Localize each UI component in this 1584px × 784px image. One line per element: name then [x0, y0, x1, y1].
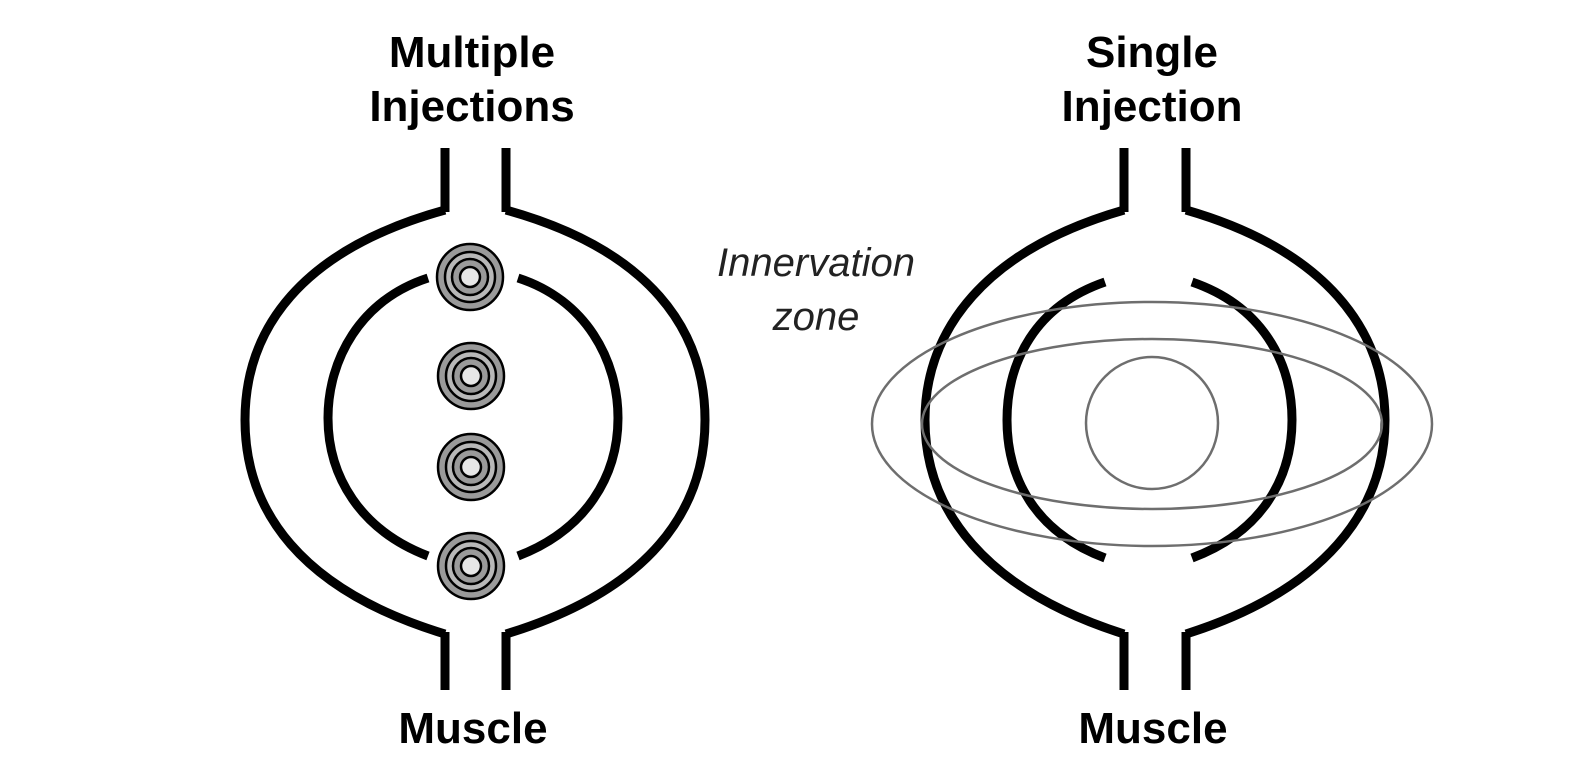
left-title-line2: Injections [369, 82, 575, 131]
left-innervation-arc-left [323, 273, 430, 561]
right-innervation-arc-left [1002, 277, 1107, 563]
right-muscle-label: Muscle [1078, 704, 1228, 753]
left-title: Multiple Injections [262, 26, 682, 134]
injection-site [436, 531, 506, 601]
innervation-zone-line2: zone [772, 295, 860, 339]
injection-site [435, 242, 505, 312]
left-muscle-label: Muscle [398, 704, 548, 753]
injection-point-ring [1084, 355, 1220, 491]
innervation-zone-line1: Innervation [717, 241, 915, 285]
right-title: Single Injection [942, 26, 1362, 134]
right-innervation-arc-right [1190, 277, 1297, 563]
right-muscle-outer-left [920, 205, 1126, 639]
left-title-line1: Multiple [388, 28, 556, 77]
right-muscle-outer-right [1184, 205, 1390, 639]
left-muscle-outer-left [240, 205, 447, 639]
diffusion-ring-outer [870, 300, 1434, 548]
left-innervation-arc-right [516, 273, 623, 561]
left-muscle-outer-right [504, 205, 710, 639]
diffusion-ring-middle [920, 337, 1384, 511]
right-muscle [920, 148, 1390, 690]
right-title-line1: Single [1085, 28, 1219, 77]
injection-sites [435, 242, 506, 601]
right-title-line2: Injection [1061, 82, 1243, 131]
injection-site [436, 432, 506, 502]
diffusion-rings [870, 300, 1434, 548]
injection-site [436, 341, 506, 411]
left-muscle [240, 148, 710, 690]
innervation-zone-label: Innervation zone [636, 236, 996, 344]
